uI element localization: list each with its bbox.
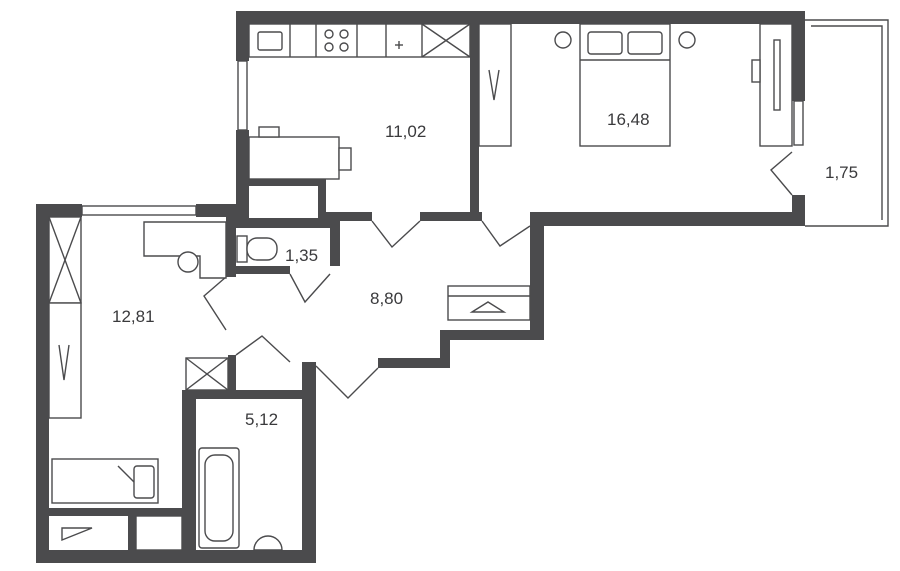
living-area-label: 12,81: [112, 307, 155, 326]
kitchen-area-label: 11,02: [385, 122, 426, 141]
walls: [36, 11, 805, 563]
balcony: [805, 19, 889, 227]
balcony-area-label: 1,75: [825, 163, 858, 182]
bathroom-area-label: 5,12: [245, 410, 278, 429]
living-furniture: [48, 216, 227, 551]
windows: [81, 60, 804, 216]
toilet: [236, 235, 278, 263]
hall-wardrobe: [447, 285, 531, 321]
hall-area-label: 8,80: [370, 289, 403, 308]
bathroom-furniture: [185, 357, 283, 551]
kitchen-furniture: [248, 23, 471, 180]
bedroom-area-label: 16,48: [607, 110, 650, 129]
wc-area-label: 1,35: [285, 246, 318, 265]
room-labels: 11,02 16,48 1,75 1,35 8,80 12,81 5,12: [112, 110, 858, 429]
doors: [203, 151, 793, 399]
bedroom-furniture: [478, 23, 793, 147]
